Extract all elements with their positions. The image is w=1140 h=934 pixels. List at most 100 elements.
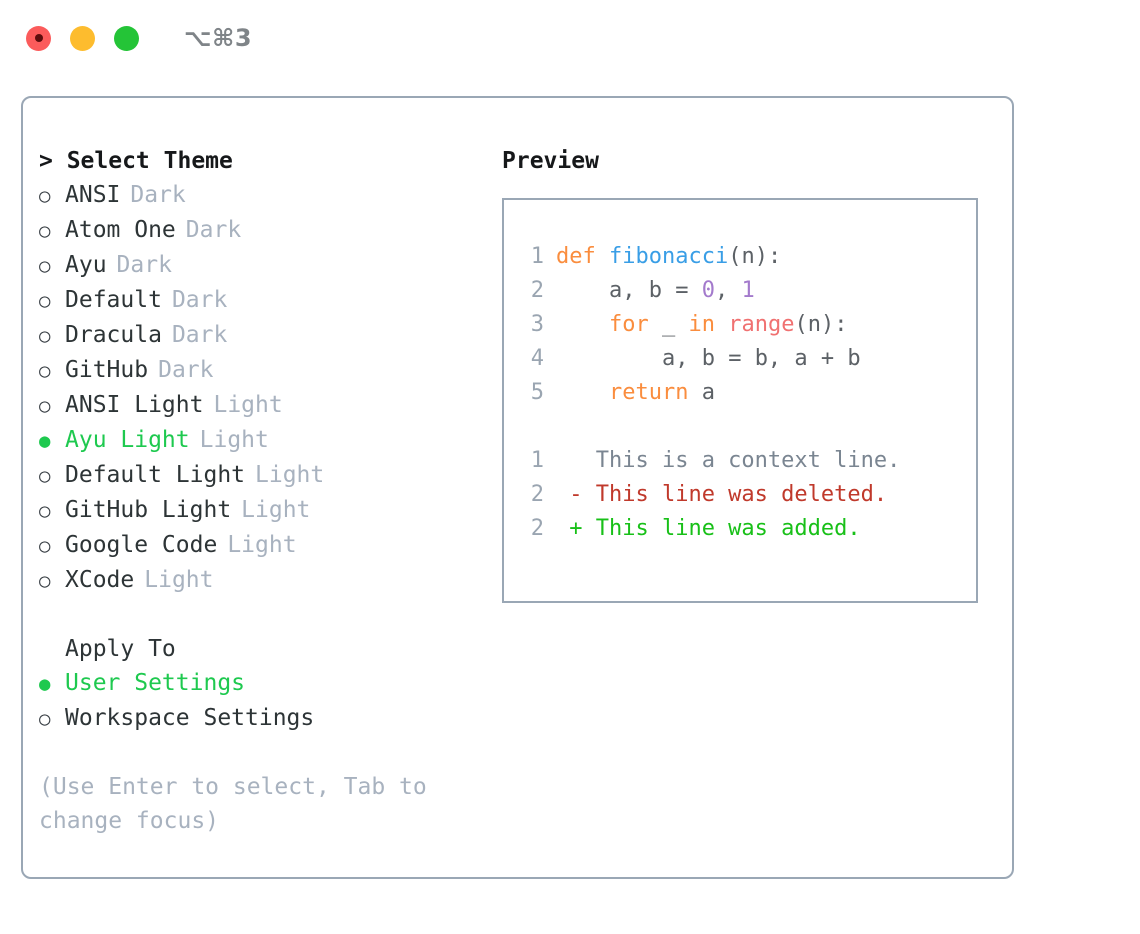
preview-heading: Preview [502, 148, 599, 174]
line-number: 1 [530, 244, 544, 269]
radio-unselected-icon: ○ [39, 360, 51, 382]
line-number: 2 [530, 482, 544, 507]
apply-to-option-label: User Settings [65, 670, 246, 696]
radio-unselected-icon: ○ [39, 570, 51, 592]
code-line: 3 for _ in range(n): [518, 308, 900, 342]
code-token [715, 312, 728, 337]
theme-option-google-code[interactable]: ○ Google Code Light [39, 528, 499, 563]
theme-option-ayu[interactable]: ○ Ayu Dark [39, 248, 499, 283]
theme-option-label: Default Light [65, 462, 246, 488]
theme-option-ansi[interactable]: ○ ANSI Dark [39, 178, 499, 213]
code-token: (n): [794, 312, 848, 337]
code-line: 2 a, b = 0, 1 [518, 274, 900, 308]
theme-option-dracula[interactable]: ○ Dracula Dark [39, 318, 499, 353]
diff-line-ctx: 1 This is a context line. [518, 444, 901, 478]
code-token: = [675, 278, 702, 303]
code-token: = [728, 346, 755, 371]
code-line: 4 a, b = b, a + b [518, 342, 900, 376]
theme-option-label: Atom One [65, 217, 176, 243]
list-spacer [39, 598, 499, 632]
code-token: , [714, 278, 742, 303]
theme-variant-badge: Dark [116, 252, 172, 278]
radio-unselected-icon: ○ [39, 395, 51, 417]
theme-option-label: ANSI [65, 182, 121, 208]
theme-option-label: ANSI Light [65, 392, 204, 418]
code-token: 0 [701, 278, 715, 303]
radio-selected-icon: ● [39, 673, 51, 695]
theme-option-default-light[interactable]: ○ Default Light Light [39, 458, 499, 493]
apply-to-heading: Apply To [65, 636, 176, 662]
theme-variant-badge: Light [255, 462, 325, 488]
theme-option-label: GitHub Light [65, 497, 232, 523]
select-theme-heading: > Select Theme [39, 148, 233, 174]
theme-option-github-light[interactable]: ○ GitHub Light Light [39, 493, 499, 528]
theme-variant-badge: Light [199, 427, 269, 453]
code-token: a, b [556, 278, 676, 303]
code-token: _ [648, 312, 689, 337]
theme-option-label: Google Code [65, 532, 218, 558]
code-token: a, b [556, 346, 729, 371]
theme-variant-badge: Light [227, 532, 297, 558]
code-token: fibonacci [609, 244, 729, 269]
title-bar: ⌥⌘3 [0, 0, 1140, 76]
theme-variant-badge: Dark [185, 217, 242, 243]
code-token: b [847, 346, 861, 371]
code-token: in [688, 312, 715, 337]
code-token: range [728, 312, 795, 337]
theme-option-label: Ayu [65, 252, 107, 278]
radio-unselected-icon: ○ [39, 465, 51, 487]
theme-variant-badge: Dark [171, 287, 228, 313]
radio-unselected-icon: ○ [39, 535, 51, 557]
theme-option-label: Dracula [65, 322, 162, 348]
code-token: 1 [741, 278, 755, 303]
line-number: 5 [530, 380, 544, 405]
theme-variant-badge: Light [241, 497, 311, 523]
radio-unselected-icon: ○ [39, 325, 51, 347]
theme-option-label: GitHub [65, 357, 149, 383]
apply-to-option-user-settings[interactable]: ● User Settings [39, 666, 499, 701]
line-number: 3 [530, 312, 544, 337]
diff-line-add: 2 + This line was added. [518, 512, 900, 546]
radio-unselected-icon: ○ [39, 290, 51, 312]
code-token [556, 312, 609, 337]
radio-unselected-icon: ○ [39, 220, 51, 242]
theme-option-ansi-light[interactable]: ○ ANSI Light Light [39, 388, 499, 423]
radio-unselected-icon: ○ [39, 185, 51, 207]
radio-unselected-icon: ○ [39, 500, 51, 522]
diff-line-del: 2 - This line was deleted. [518, 478, 900, 512]
theme-variant-badge: Dark [130, 182, 186, 208]
minimize-button[interactable] [70, 25, 95, 51]
apply-to-option-label: Workspace Settings [65, 705, 315, 731]
maximize-button[interactable] [114, 25, 139, 51]
apply-to-option-workspace-settings[interactable]: ○Workspace Settings [39, 701, 499, 736]
apply-to-list[interactable]: ● User Settings ○Workspace Settings [39, 666, 499, 736]
window-title: ⌥⌘3 [184, 24, 253, 52]
code-line: 5 return a [518, 376, 900, 410]
code-token [556, 380, 609, 405]
line-number: 2 [530, 278, 544, 303]
theme-variant-badge: Dark [171, 322, 228, 348]
keyboard-hint-text: (Use Enter to select, Tab to change focu… [39, 774, 427, 834]
line-number: 4 [530, 346, 544, 371]
theme-option-label: Ayu Light [65, 427, 190, 453]
line-number: 1 [530, 448, 544, 473]
diff-line-text: This is a context line. [556, 448, 901, 473]
close-button[interactable] [26, 25, 51, 51]
line-number: 2 [530, 516, 544, 541]
code-blank-line [518, 410, 900, 444]
code-token [596, 244, 609, 269]
radio-unselected-icon: ○ [39, 255, 51, 277]
diff-line-text: - This line was deleted. [556, 482, 888, 507]
theme-option-atom-one[interactable]: ○ Atom One Dark [39, 213, 499, 248]
theme-variant-badge: Light [213, 392, 283, 418]
